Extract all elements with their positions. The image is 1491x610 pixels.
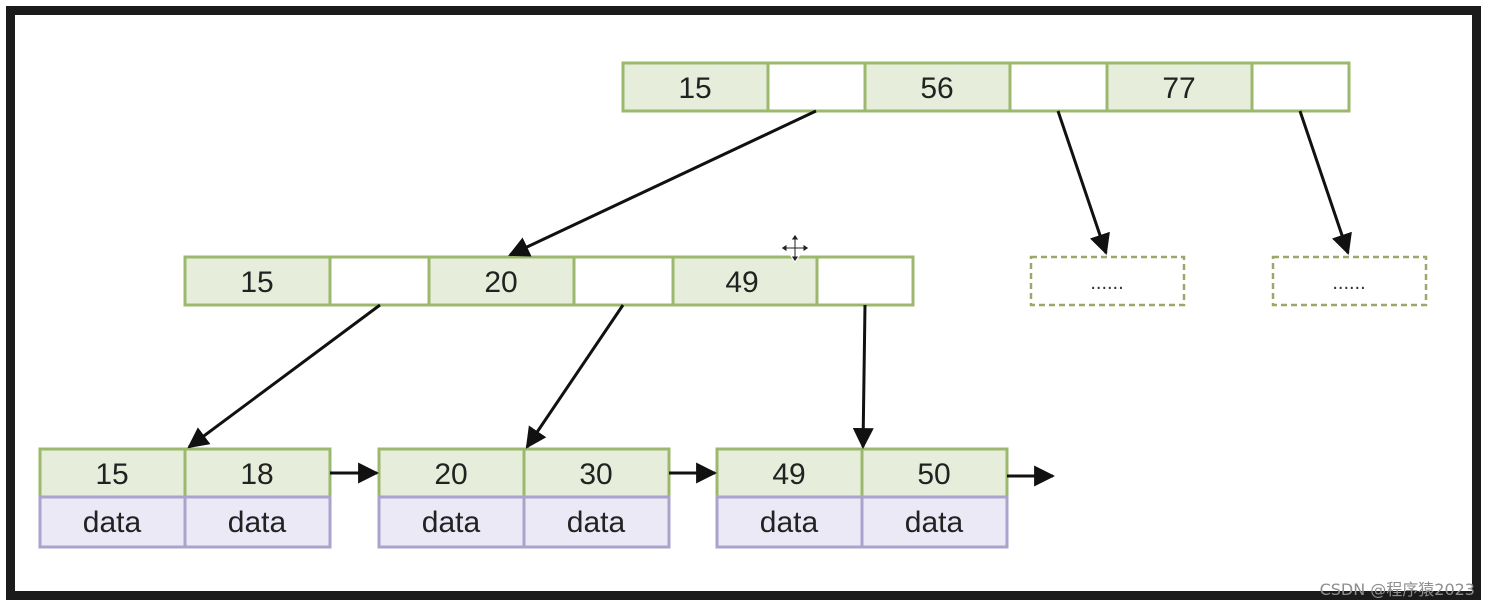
leaf-3-key-1: 49 bbox=[772, 458, 805, 491]
leaf-node-2: 20 30 data data bbox=[377, 447, 671, 549]
root-pointer-cell-3 bbox=[1250, 61, 1351, 113]
leaf-node-3: 49 50 data data bbox=[715, 447, 1009, 549]
leaf-3-key-cell-2 bbox=[860, 447, 1009, 499]
root-key-1: 15 bbox=[678, 72, 711, 105]
internal-key-1: 15 bbox=[240, 266, 273, 299]
arrow-internal-to-leaf-1 bbox=[187, 303, 381, 449]
leaf-1-data-1: data bbox=[83, 506, 142, 539]
leaf-2-key-cell-1 bbox=[377, 447, 526, 499]
internal-key-cell-3 bbox=[671, 255, 819, 307]
internal-key-cell-1 bbox=[183, 255, 332, 307]
root-key-cell-2 bbox=[863, 61, 1012, 113]
leaf-1-data-cell-2 bbox=[183, 495, 332, 549]
internal-key-3: 49 bbox=[725, 266, 758, 299]
leaf-1-data-2: data bbox=[228, 506, 287, 539]
leaf-3-data-1: data bbox=[760, 506, 819, 539]
internal-node: 15 20 49 bbox=[183, 255, 915, 307]
placeholder-nodes: ...... ...... bbox=[1029, 255, 1428, 307]
watermark: CSDN @程序猿2023 bbox=[1319, 580, 1475, 599]
arrow-root-to-internal bbox=[508, 109, 817, 257]
leaf-2-data-cell-1 bbox=[377, 495, 526, 549]
internal-key-2: 20 bbox=[484, 266, 517, 299]
leaf-2-data-cell-2 bbox=[522, 495, 671, 549]
leaf-3-key-2: 50 bbox=[917, 458, 950, 491]
leaf-3-data-cell-2 bbox=[860, 495, 1009, 549]
pointer-arrows bbox=[187, 109, 1352, 487]
arrow-root-to-placeholder-1 bbox=[1056, 110, 1110, 255]
leaf-3-data-2: data bbox=[905, 506, 964, 539]
arrow-internal-to-leaf-2 bbox=[525, 304, 625, 449]
leaf-2-data-2: data bbox=[567, 506, 626, 539]
root-key-3: 77 bbox=[1162, 72, 1195, 105]
leaf-1-key-2: 18 bbox=[240, 458, 273, 491]
leaf-2-key-2: 30 bbox=[579, 458, 612, 491]
arrow-root-to-placeholder-2 bbox=[1298, 110, 1352, 255]
leaf-1-key-cell-1 bbox=[38, 447, 187, 499]
root-pointer-cell-1 bbox=[766, 61, 867, 113]
arrow-internal-to-leaf-3 bbox=[852, 304, 874, 450]
internal-pointer-cell-2 bbox=[572, 255, 675, 307]
internal-key-cell-2 bbox=[427, 255, 576, 307]
leaf-2-data-1: data bbox=[422, 506, 481, 539]
leaf-1-key-1: 15 bbox=[95, 458, 128, 491]
root-pointer-cell-2 bbox=[1008, 61, 1109, 113]
placeholder-ellipsis-1: ...... bbox=[1090, 272, 1123, 294]
move-cursor-icon bbox=[780, 233, 810, 263]
leaf-2-key-1: 20 bbox=[434, 458, 467, 491]
root-key-cell-1 bbox=[621, 61, 770, 113]
root-key-2: 56 bbox=[920, 72, 953, 105]
placeholder-ellipsis-2: ...... bbox=[1332, 272, 1365, 294]
internal-pointer-cell-1 bbox=[328, 255, 431, 307]
internal-pointer-cell-3 bbox=[815, 255, 915, 307]
root-node: 15 56 77 bbox=[621, 61, 1351, 113]
leaf-node-1: 15 18 data data bbox=[38, 447, 332, 549]
leaf-1-data-cell-1 bbox=[38, 495, 187, 549]
